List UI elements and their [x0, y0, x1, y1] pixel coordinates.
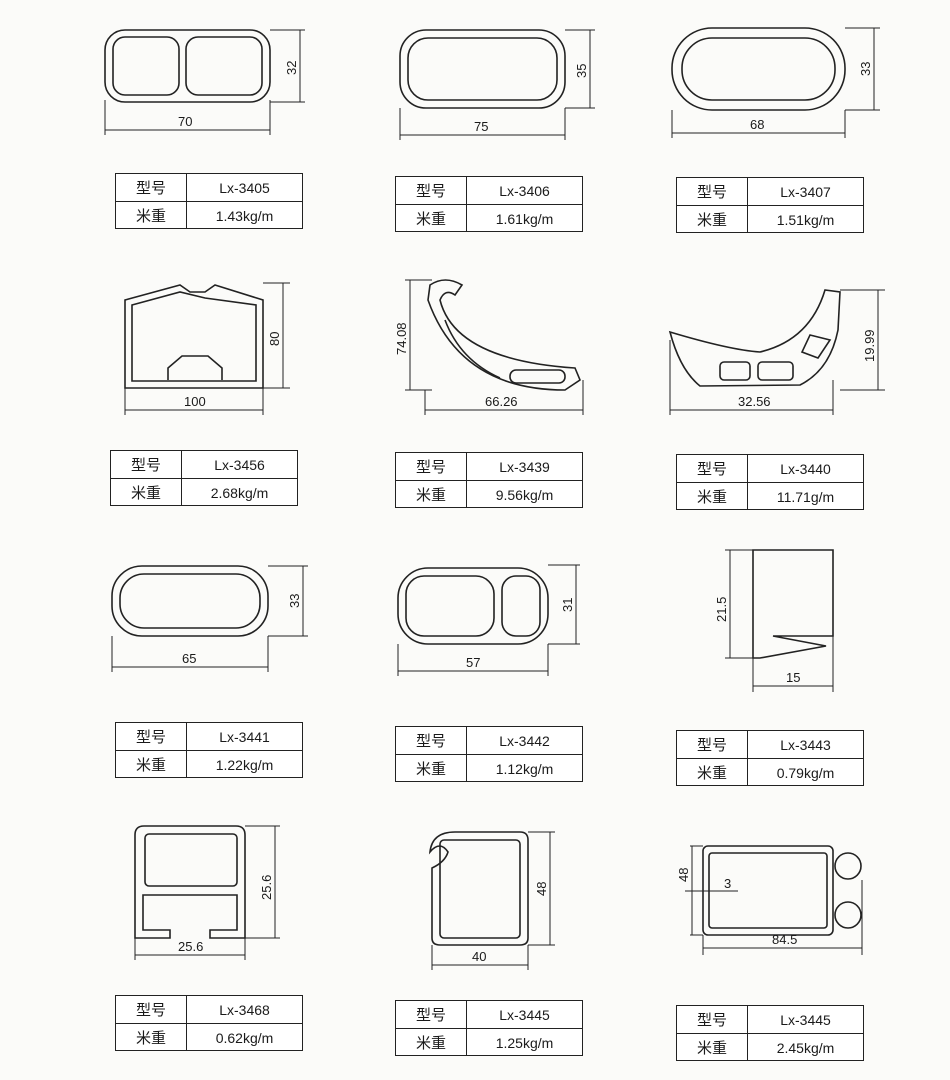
profile-drawing-3405: 32 70 — [104, 29, 305, 135]
model-label: 型号 — [116, 723, 187, 750]
weight-label: 米重 — [396, 481, 467, 508]
model-value: Lx-3445 — [780, 1011, 831, 1028]
profile-drawing-3468: 25.6 25.6 — [134, 825, 280, 960]
weight-value: 1.51kg/m — [776, 211, 835, 228]
model-label: 型号 — [396, 177, 467, 204]
spec-table: 型号 Lx-3439 米重 9.56kg/m — [395, 452, 583, 508]
model-value: Lx-3443 — [780, 736, 831, 753]
weight-value: 1.43kg/m — [215, 207, 274, 224]
profile-drawing-3445-b: 48 3 84.5 — [676, 845, 863, 955]
model-label: 型号 — [116, 996, 187, 1023]
dimension-label: 33 — [858, 62, 873, 76]
dimension-label: 31 — [560, 598, 575, 612]
profile-drawing-3440: 19.99 32.56 — [668, 289, 885, 415]
profile-drawing-3456: 80 100 — [124, 282, 290, 415]
weight-value: 1.25kg/m — [495, 1034, 554, 1051]
spec-table: 型号 Lx-3468 米重 0.62kg/m — [115, 995, 303, 1051]
weight-label: 米重 — [111, 479, 182, 506]
model-label: 型号 — [677, 731, 748, 758]
spec-table: 型号 Lx-3405 米重 1.43kg/m — [115, 173, 303, 229]
spec-table: 型号 Lx-3440 米重 11.71g/m — [676, 454, 864, 510]
spec-table: 型号 Lx-3442 米重 1.12kg/m — [395, 726, 583, 782]
model-value: Lx-3440 — [780, 460, 831, 477]
model-value: Lx-3442 — [499, 732, 550, 749]
weight-label: 米重 — [677, 759, 748, 786]
dimension-label: 48 — [534, 882, 549, 896]
dimension-label: 25.6 — [259, 875, 274, 900]
dimension-label: 32.56 — [738, 394, 771, 409]
dimension-label: 35 — [574, 64, 589, 78]
spec-table: 型号 Lx-3445 米重 2.45kg/m — [676, 1005, 864, 1061]
model-label: 型号 — [677, 178, 748, 205]
weight-label: 米重 — [677, 483, 748, 510]
spec-table: 型号 Lx-3406 米重 1.61kg/m — [395, 176, 583, 232]
profile-drawing-3442: 31 57 — [397, 564, 580, 676]
model-value: Lx-3406 — [499, 182, 550, 199]
spec-table: 型号 Lx-3443 米重 0.79kg/m — [676, 730, 864, 786]
spec-table: 型号 Lx-3441 米重 1.22kg/m — [115, 722, 303, 778]
weight-label: 米重 — [677, 206, 748, 233]
weight-value: 1.22kg/m — [215, 756, 274, 773]
model-label: 型号 — [677, 455, 748, 482]
dimension-label: 3 — [724, 876, 731, 891]
dimension-label: 15 — [786, 670, 800, 685]
dimension-label: 40 — [472, 949, 486, 964]
weight-value: 1.61kg/m — [495, 210, 554, 227]
weight-label: 米重 — [116, 202, 187, 229]
spec-table: 型号 Lx-3456 米重 2.68kg/m — [110, 450, 298, 506]
model-label: 型号 — [677, 1006, 748, 1033]
dimension-label: 21.5 — [714, 597, 729, 622]
model-label: 型号 — [396, 727, 467, 754]
weight-value: 0.62kg/m — [215, 1029, 274, 1046]
dimension-label: 57 — [466, 655, 480, 670]
model-value: Lx-3468 — [219, 1001, 270, 1018]
profile-drawing-3445-a: 48 40 — [428, 831, 555, 970]
dimension-label: 74.08 — [394, 322, 409, 355]
weight-value: 1.12kg/m — [495, 760, 554, 777]
dimension-label: 48 — [676, 868, 691, 882]
model-label: 型号 — [396, 453, 467, 480]
weight-label: 米重 — [116, 1024, 187, 1051]
weight-value: 11.71g/m — [776, 488, 835, 505]
profile-drawing-3441: 33 65 — [111, 565, 308, 672]
weight-label: 米重 — [396, 205, 467, 232]
model-value: Lx-3456 — [214, 456, 265, 473]
dimension-label: 19.99 — [862, 329, 877, 362]
model-value: Lx-3407 — [780, 183, 831, 200]
dimension-label: 65 — [182, 651, 196, 666]
profile-drawing-3407: 33 68 — [671, 27, 880, 138]
weight-value: 0.79kg/m — [776, 764, 835, 781]
dimension-label: 33 — [287, 594, 302, 608]
profile-drawing-3406: 35 75 — [399, 29, 595, 140]
model-value: Lx-3405 — [219, 179, 270, 196]
dim-width: 70 — [178, 114, 192, 129]
profile-drawing-3443: 21.5 15 — [714, 549, 834, 692]
spec-table: 型号 Lx-3445 米重 1.25kg/m — [395, 1000, 583, 1056]
weight-label: 米重 — [396, 1029, 467, 1056]
weight-label: 米重 — [396, 755, 467, 782]
model-label: 型号 — [396, 1001, 467, 1028]
dimension-label: 100 — [184, 394, 206, 409]
spec-table: 型号 Lx-3407 米重 1.51kg/m — [676, 177, 864, 233]
weight-label: 米重 — [116, 751, 187, 778]
dimension-label: 75 — [474, 119, 488, 134]
dimension-label: 80 — [267, 332, 282, 346]
model-value: Lx-3439 — [499, 458, 550, 475]
dim-height: 32 — [284, 61, 299, 75]
weight-value: 9.56kg/m — [495, 486, 554, 503]
model-value: Lx-3441 — [219, 728, 270, 745]
weight-label: 米重 — [677, 1034, 748, 1061]
dimension-label: 68 — [750, 117, 764, 132]
dimension-label: 25.6 — [178, 939, 203, 954]
weight-value: 2.68kg/m — [210, 484, 269, 501]
dimension-label: 84.5 — [772, 932, 797, 947]
model-label: 型号 — [116, 174, 187, 201]
profile-drawing-3439: 74.08 66.26 — [394, 279, 584, 415]
model-label: 型号 — [111, 451, 182, 478]
model-value: Lx-3445 — [499, 1006, 550, 1023]
dimension-label: 66.26 — [485, 394, 518, 409]
weight-value: 2.45kg/m — [776, 1039, 835, 1056]
